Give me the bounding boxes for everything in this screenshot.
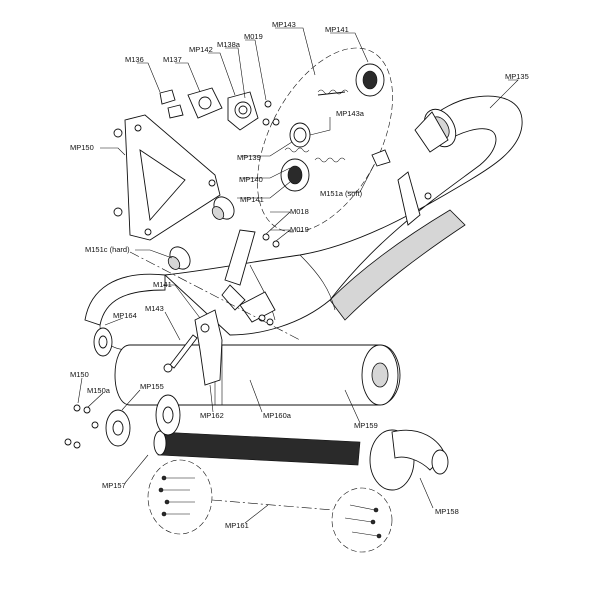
label-m150a: M150a	[87, 386, 111, 395]
label-m151a: M151a (soft)	[320, 189, 363, 198]
label-mp140: MP140	[239, 175, 263, 184]
header-flange	[159, 87, 280, 131]
silencer-hanger	[221, 229, 256, 311]
washers-mid	[262, 233, 280, 248]
label-mp141-mid: MP141	[240, 195, 264, 204]
label-m137: M137	[163, 55, 182, 64]
silencer-clamp	[194, 291, 276, 386]
tail-end-cap	[369, 429, 449, 491]
label-mp150: MP150	[70, 143, 94, 152]
label-mp143: MP143	[272, 20, 296, 29]
nuts-left	[113, 128, 123, 217]
label-m019-mid: M019	[290, 225, 309, 234]
pipe-hanger-bracket	[397, 171, 432, 226]
label-mp141-top: MP141	[325, 25, 349, 34]
mounting-bracket	[124, 114, 221, 241]
label-m151c: M151c (hard)	[85, 245, 130, 254]
spring-assembly	[257, 47, 393, 233]
label-mp155: MP155	[140, 382, 164, 391]
clamp-bolt	[163, 334, 198, 373]
rivet-group-right	[331, 487, 393, 553]
label-mp157: MP157	[102, 481, 126, 490]
label-mp159: MP159	[354, 421, 378, 430]
label-m136: M136	[125, 55, 144, 64]
callout-labels: M136 M137 MP142 M138a M019 MP143 MP141 M…	[70, 20, 529, 530]
label-m143: M143	[145, 304, 164, 313]
label-mp162: MP162	[200, 411, 224, 420]
label-mp164: MP164	[113, 311, 137, 320]
label-mp158: MP158	[435, 507, 459, 516]
perforated-core	[153, 394, 361, 466]
label-mp135: MP135	[505, 72, 529, 81]
label-m019-top: M019	[244, 32, 263, 41]
label-m141: M141	[153, 280, 172, 289]
label-mp142: MP142	[189, 45, 213, 54]
rubber-mount	[167, 196, 235, 270]
end-gasket	[93, 327, 113, 357]
rivet-center-line	[211, 499, 334, 511]
silencer-body	[114, 344, 401, 406]
leader-lines	[77, 27, 519, 524]
rivet-group-left	[147, 459, 213, 535]
soft-rubber-mount	[371, 149, 391, 167]
label-m018: M018	[290, 207, 309, 216]
label-m138a: M138a	[217, 40, 241, 49]
label-mp160a: MP160a	[263, 411, 292, 420]
end-cap-front	[64, 404, 131, 449]
expansion-pipe	[163, 95, 523, 336]
center-line	[129, 251, 301, 341]
label-mp161: MP161	[225, 521, 249, 530]
label-mp139: MP139	[237, 153, 261, 162]
label-mp143a: MP143a	[336, 109, 365, 118]
label-m150: M150	[70, 370, 89, 379]
